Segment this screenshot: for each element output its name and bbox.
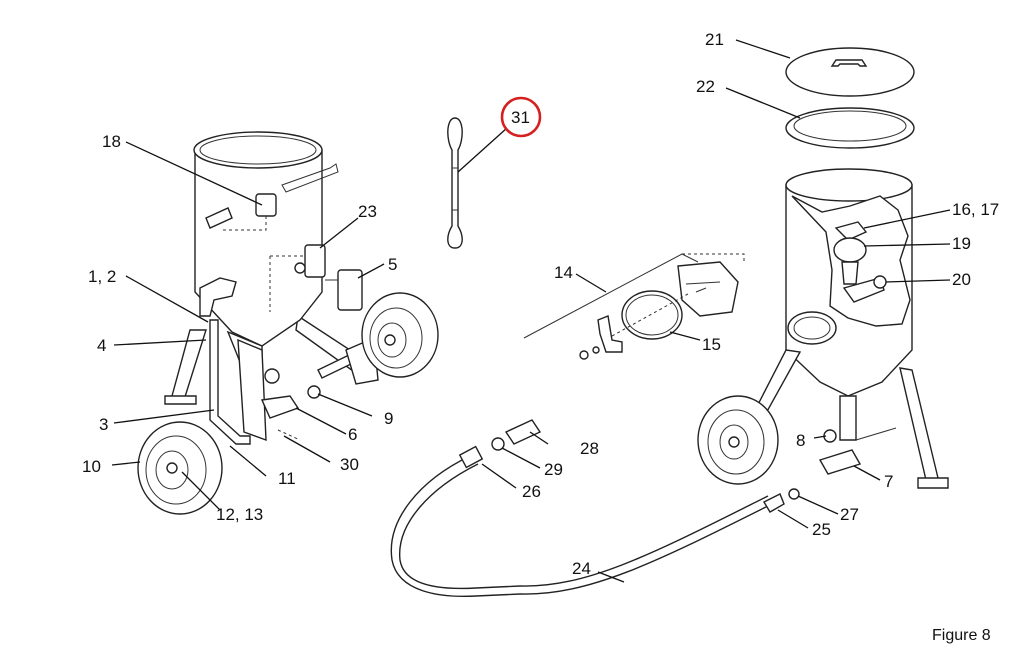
callout-labels: 18 1, 2 4 3 10 11 12, 13 30 6 9 5 23 31 … — [82, 30, 999, 644]
callout-10: 10 — [82, 457, 101, 476]
callout-28: 28 — [580, 439, 599, 458]
callout-21: 21 — [705, 30, 724, 49]
left-blaster-assembly — [137, 131, 439, 515]
callout-20: 20 — [952, 270, 971, 289]
callout-30: 30 — [340, 455, 359, 474]
cable-31 — [447, 117, 463, 249]
callout-7: 7 — [884, 472, 893, 491]
callout-6: 6 — [348, 425, 357, 444]
callout-18: 18 — [102, 132, 121, 151]
right-blaster-assembly — [697, 47, 949, 489]
leader-lines — [111, 39, 951, 583]
callout-24: 24 — [572, 559, 591, 578]
callout-19: 19 — [952, 234, 971, 253]
callout-1-2: 1, 2 — [88, 267, 116, 286]
callout-12-13: 12, 13 — [216, 505, 263, 524]
callout-3: 3 — [99, 415, 108, 434]
blast-hose-group — [390, 419, 800, 598]
callout-4: 4 — [97, 336, 106, 355]
callout-31: 31 — [511, 108, 530, 127]
callout-26: 26 — [522, 482, 541, 501]
callout-9: 9 — [384, 409, 393, 428]
callout-29: 29 — [544, 460, 563, 479]
callout-8: 8 — [796, 431, 805, 450]
callout-31-highlight-ring — [500, 96, 542, 138]
callout-27: 27 — [840, 505, 859, 524]
callout-23: 23 — [358, 202, 377, 221]
callout-16-17: 16, 17 — [952, 200, 999, 219]
callout-14: 14 — [554, 263, 573, 282]
callout-22: 22 — [696, 77, 715, 96]
callout-15: 15 — [702, 335, 721, 354]
callout-11: 11 — [278, 469, 296, 488]
callout-25: 25 — [812, 520, 831, 539]
access-panel-group — [523, 253, 745, 360]
figure-label: Figure 8 — [932, 627, 991, 644]
callout-5: 5 — [388, 255, 397, 274]
